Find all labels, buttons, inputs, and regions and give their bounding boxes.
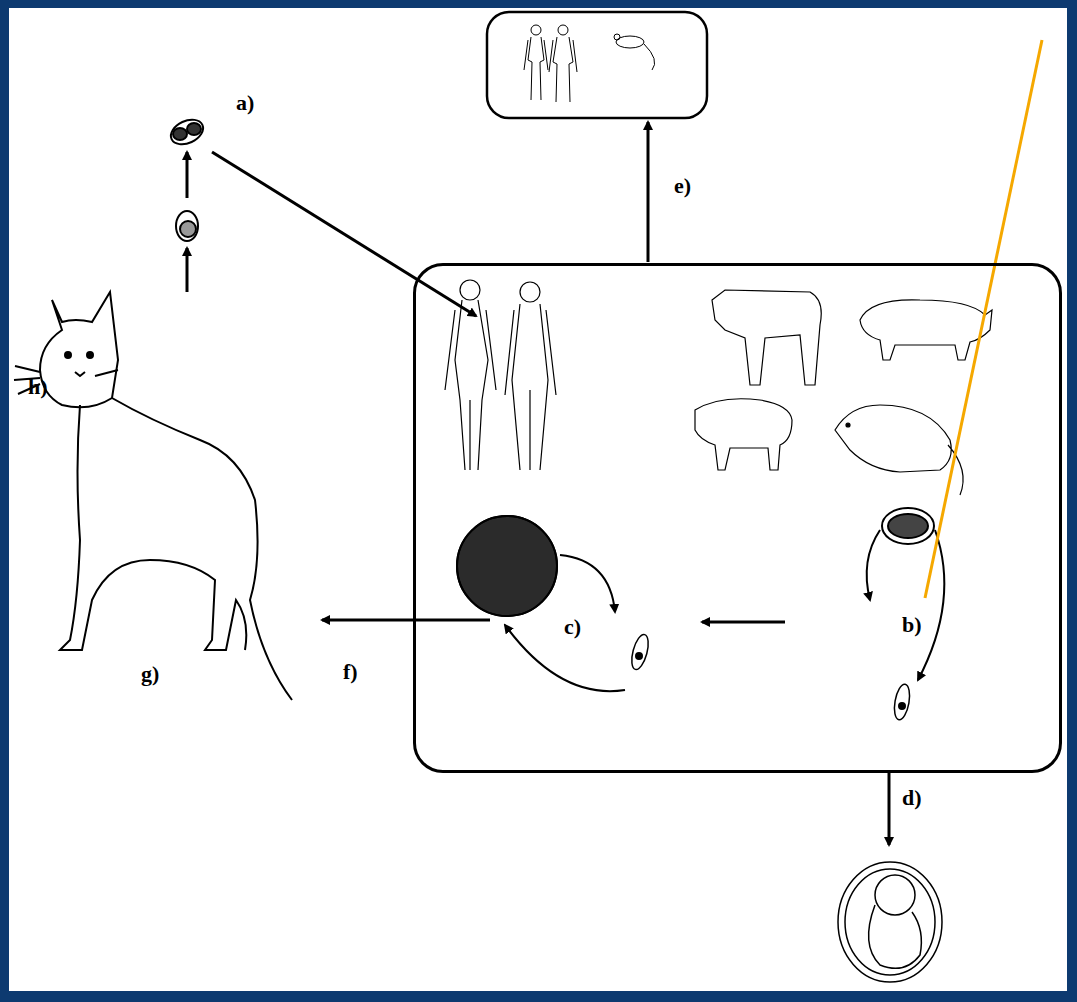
callout-letter: g) (141, 663, 159, 685)
callout-letter: e) (674, 175, 691, 197)
callout-letter: a) (236, 92, 254, 114)
callout-letter: f) (343, 661, 358, 683)
stage-label: c) (564, 616, 581, 638)
white-panel (9, 8, 1067, 991)
callout-letter: h) (28, 376, 48, 398)
stage-label: b) (902, 614, 922, 636)
callout-letter: d) (902, 787, 922, 809)
host-box: b) c) (413, 263, 1062, 773)
